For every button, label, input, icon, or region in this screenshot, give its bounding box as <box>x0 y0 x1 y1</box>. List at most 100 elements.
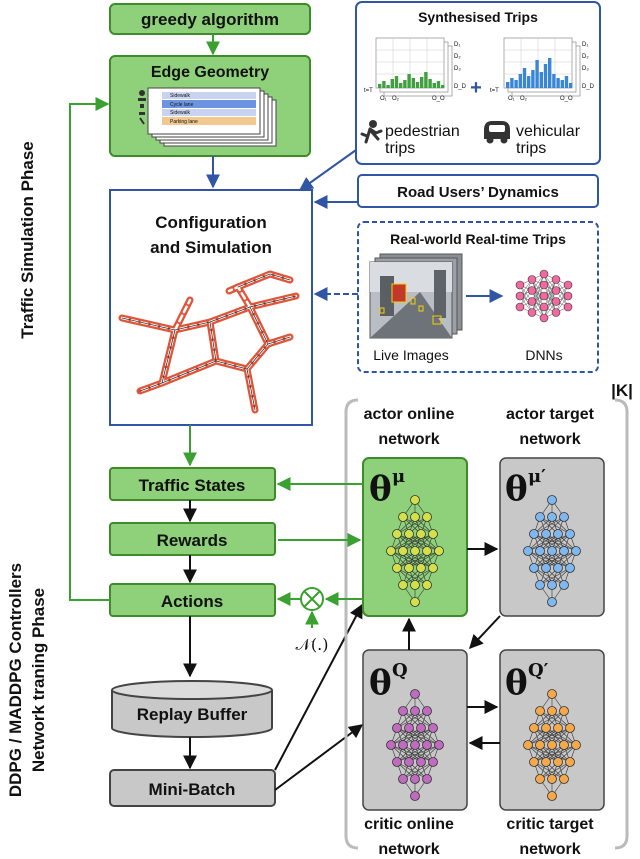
dnn-edge <box>531 273 545 302</box>
dnn-node <box>539 302 549 312</box>
net-edge <box>408 744 440 763</box>
trip-bar <box>548 58 552 88</box>
net-node <box>428 757 438 767</box>
critic-target-title-2: network <box>519 841 580 858</box>
net-node <box>553 757 563 767</box>
dnn-edge <box>543 279 557 308</box>
edge-geometry-stack: Sidewalk Cycle lane Sidewalk Parking lan… <box>138 87 277 147</box>
net-node <box>422 774 432 784</box>
dnn-node <box>527 308 537 317</box>
actor-online-title-1: actor online <box>364 406 455 423</box>
road-users-dynamics-box: Road Users’ Dynamics <box>357 174 599 208</box>
critic-target-title-1: critic target <box>506 816 594 833</box>
ped-col-label-0: O₁ <box>380 96 387 102</box>
replay-buffer-label: Replay Buffer <box>137 705 248 724</box>
net-edge <box>402 533 434 552</box>
dnn-node <box>527 286 537 295</box>
net-node <box>541 529 551 539</box>
net-edge <box>539 727 571 746</box>
net-node <box>386 740 396 750</box>
net-node <box>416 757 426 767</box>
dnn-node <box>515 280 525 290</box>
trip-bar <box>552 74 556 88</box>
trip-bar <box>535 60 539 88</box>
vehicular-trips-label-1: vehicular <box>516 123 581 140</box>
trip-bar <box>518 74 522 88</box>
net-node <box>553 563 563 573</box>
net-node <box>422 580 432 590</box>
net-edge <box>408 550 440 569</box>
dnn-node <box>563 302 573 312</box>
net-node <box>535 546 545 556</box>
dnn-node <box>539 291 549 301</box>
edge-row-label-2: Sidewalk <box>170 110 191 116</box>
critic-online-nodes <box>386 689 444 801</box>
pedestrian-icon <box>360 120 383 144</box>
net-node <box>410 740 420 750</box>
net-edge <box>527 727 559 746</box>
net-node <box>565 757 575 767</box>
net-node <box>559 546 569 556</box>
net-node <box>410 791 420 801</box>
net-edge <box>527 533 571 552</box>
dnn-node <box>551 275 561 284</box>
net-edge <box>390 533 434 552</box>
trip-bar <box>569 83 573 88</box>
trip-bar <box>390 79 394 88</box>
greedy-algorithm-label: greedy algorithm <box>141 10 279 29</box>
trip-bar <box>560 80 564 88</box>
critic-online-network: θ Q <box>362 649 468 811</box>
net-node <box>410 597 420 607</box>
configuration-simulation-box: Configuration and Simulation <box>109 189 313 426</box>
veh-col-label-0: O₁ <box>508 96 515 102</box>
net-edge <box>390 533 422 552</box>
rewards-label: Rewards <box>157 531 228 550</box>
veh-row-label-2: D₃ <box>582 66 589 72</box>
net-edge <box>396 744 440 763</box>
rewards-box: Rewards <box>109 522 276 556</box>
trip-bar <box>403 80 407 88</box>
pedestrian-trip-matrix: t=T O₁ O₂ O_O D₁ D₂ D₃ D_D <box>364 37 467 102</box>
net-node <box>535 512 545 522</box>
net-node <box>392 563 402 573</box>
net-node <box>565 529 575 539</box>
net-edge <box>533 744 577 763</box>
net-node <box>428 529 438 539</box>
net-node <box>404 563 414 573</box>
net-node <box>571 740 581 750</box>
edge-row-label-3: Parking lane <box>170 119 198 125</box>
actor-target-title-1: actor target <box>506 406 595 423</box>
mini-batch-box: Mini-Batch <box>109 769 276 807</box>
arrow-minibatch-to-critic <box>274 724 364 791</box>
dnn-edge <box>543 279 557 319</box>
net-node <box>529 723 539 733</box>
dnn-edge <box>519 279 533 308</box>
net-node <box>535 740 545 750</box>
k-agents-label: |K| <box>611 381 633 400</box>
replay-buffer-cylinder: Replay Buffer <box>111 680 273 738</box>
net-edge <box>396 710 428 729</box>
real-world-trips-panel: Real-world Real-time Trips Live Images D… <box>357 221 599 373</box>
arrow-synth-to-config <box>298 149 357 191</box>
live-images-stack <box>369 253 463 339</box>
dnn-edge <box>543 290 557 319</box>
pedestrian-trips-label-2: trips <box>385 140 415 157</box>
trip-bar <box>420 77 424 88</box>
dnn-node <box>551 297 561 306</box>
net-node <box>416 723 426 733</box>
dnn-network-icon <box>515 269 573 323</box>
net-node <box>428 563 438 573</box>
trip-bar <box>506 82 510 88</box>
trip-bar <box>514 80 518 88</box>
net-edge <box>533 516 565 535</box>
real-world-trips-title: Real-world Real-time Trips <box>390 231 566 247</box>
net-node <box>392 757 402 767</box>
net-node <box>565 723 575 733</box>
dnn-node <box>563 291 573 301</box>
ped-axis-label: t=T <box>364 88 373 94</box>
ped-row-label-1: D₂ <box>454 54 461 60</box>
net-node <box>547 689 557 699</box>
net-node <box>559 774 569 784</box>
critic-target-superscript: Q′ <box>528 660 549 681</box>
actor-target-title-2: network <box>519 431 580 448</box>
